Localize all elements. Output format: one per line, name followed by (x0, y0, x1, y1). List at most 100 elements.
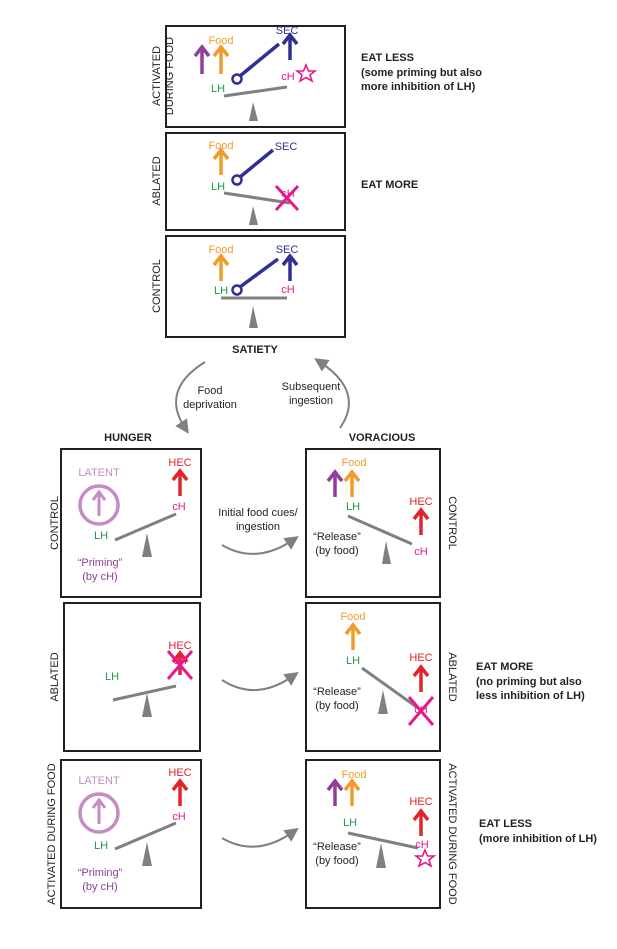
priming-label: (by cH) (82, 881, 117, 893)
release-label: (by food) (315, 855, 358, 867)
panel-frame (165, 132, 346, 231)
fulcrum-icon (249, 306, 258, 328)
lh-label: LH (346, 501, 360, 513)
hec-label: HEC (168, 767, 191, 779)
balance-beam (223, 191, 291, 205)
ch-label: cH (172, 811, 186, 823)
inhibition-terminal-icon (231, 284, 243, 296)
food-label: Food (341, 457, 366, 469)
voracious-activated-panel: Food LH HEC cH “Release” (by food) ACTIV… (305, 759, 458, 909)
hec-label: HEC (168, 457, 191, 469)
hunger-control-panel: LATENT HEC cH LH “Priming” (by cH) CONTR… (49, 448, 202, 598)
ablation-x-icon (274, 184, 300, 212)
transition-label: ingestion (289, 395, 333, 407)
latent-label: LATENT (78, 775, 120, 787)
food-label: Food (341, 769, 366, 781)
food-arrow-head-icon (343, 778, 361, 792)
food-arrow-head-icon (343, 469, 361, 483)
condition-label: CONTROL (446, 496, 458, 550)
activated-transition-arrow (221, 827, 299, 848)
condition-label: ABLATED (151, 156, 163, 205)
condition-label-activated-1: ACTIVATED (151, 46, 163, 106)
condition-label-activated-2: DURING FOOD (164, 37, 176, 115)
hunger-activated-panel: LATENT HEC cH LH “Priming” (by cH) ACTIV… (46, 759, 202, 909)
balance-beam (114, 821, 177, 851)
sec-label: SEC (275, 141, 298, 153)
sec-arrow-head-icon (281, 32, 299, 46)
balance-beam (112, 684, 177, 702)
panel-frame (165, 25, 346, 128)
transition-label: ingestion (236, 521, 280, 533)
transition-label: Initial food cues/ (218, 507, 298, 519)
hunger-title: HUNGER (104, 432, 152, 444)
transition-label: deprivation (183, 399, 237, 411)
release-label: “Release” (313, 841, 361, 853)
food-label: Food (208, 35, 233, 47)
food-label: Food (208, 140, 233, 152)
hec-label: HEC (409, 796, 432, 808)
ablation-x-icon (166, 650, 194, 680)
ch-label: cH (281, 71, 295, 83)
lh-label: LH (346, 655, 360, 667)
fulcrum-icon (249, 206, 258, 225)
hec-arrow-head-icon (412, 507, 430, 521)
fulcrum-icon (142, 693, 152, 717)
panel-frame (165, 235, 346, 338)
panel-frame (305, 602, 441, 752)
food-arrow-head-icon (344, 622, 362, 636)
food-label: Food (340, 611, 365, 623)
transition-label: Food (197, 385, 222, 397)
lh-label: LH (105, 671, 119, 683)
latent-arrow-head-icon (91, 797, 107, 809)
voracious-control-panel: Food LH HEC cH “Release” (by food) CONTR… (305, 448, 458, 598)
food-deprivation-arrow (175, 361, 206, 434)
satiety-title: SATIETY (232, 344, 278, 356)
release-label: “Release” (313, 686, 361, 698)
food-arrow-head-icon (212, 44, 230, 58)
star-icon (413, 847, 437, 868)
latent-arrow-head-icon (91, 489, 107, 501)
condition-label: ACTIVATED DURING FOOD (46, 763, 58, 904)
outcome-note: (no priming but also (476, 676, 582, 688)
fulcrum-icon (142, 842, 152, 866)
condition-label: CONTROL (151, 259, 163, 313)
hec-arrow-head-icon (412, 808, 430, 822)
satiety-ablated-panel: Food SEC LH cH ABLATED (151, 132, 346, 231)
hec-arrow-head-icon (412, 664, 430, 678)
outcome-note: less inhibition of LH) (476, 690, 585, 702)
hunger-ablated-panel: HEC cH LH ABLATED (49, 602, 201, 752)
outcome-label: EAT MORE (361, 179, 418, 191)
outcome-note: (some priming but also (361, 67, 482, 79)
latent-circle-icon (78, 792, 120, 834)
sec-arrow-head-icon (281, 253, 299, 267)
food-arrow-head-icon (212, 253, 230, 267)
food-arrow-head-icon (212, 147, 230, 161)
fulcrum-icon (382, 541, 391, 564)
inhibition-line (238, 42, 281, 78)
release-label: (by food) (315, 545, 358, 557)
panel-frame (305, 448, 441, 598)
inhibition-terminal-icon (231, 174, 243, 186)
food-label: Food (208, 244, 233, 256)
inhibition-line (238, 257, 280, 289)
balance-beam (361, 666, 419, 710)
voracious-title: VORACIOUS (349, 432, 416, 444)
latent-circle-icon (78, 484, 120, 526)
star-icon (294, 62, 318, 83)
hec-label: HEC (168, 640, 191, 652)
latent-label: LATENT (78, 467, 120, 479)
lh-label: LH (94, 840, 108, 852)
ch-label: cH (173, 655, 187, 667)
panel-frame (63, 602, 201, 752)
ablation-x-icon (407, 696, 435, 726)
subsequent-ingestion-arrow (314, 358, 350, 429)
condition-label: CONTROL (49, 496, 61, 550)
ch-label: cH (281, 284, 295, 296)
priming-label: “Priming” (78, 557, 123, 569)
priming-arrow-head-icon (326, 469, 344, 483)
balance-beam (114, 512, 177, 542)
sec-label: SEC (276, 25, 299, 37)
initial-cues-arrow (221, 536, 299, 555)
ch-label: cH (414, 546, 428, 558)
ch-label: cH (415, 839, 429, 851)
